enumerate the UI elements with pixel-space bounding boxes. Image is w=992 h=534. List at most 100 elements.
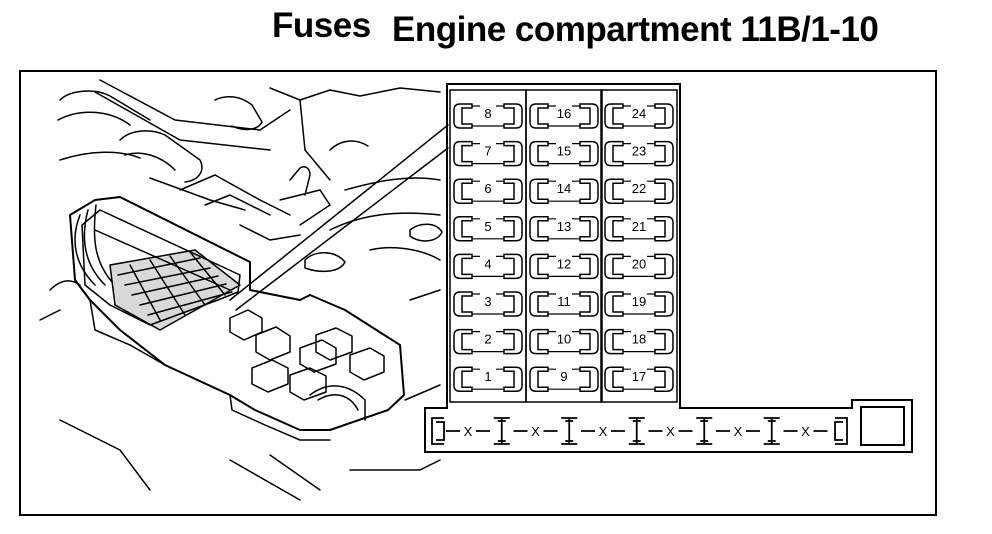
fuse-contact <box>472 105 504 127</box>
fuse-slot: 21 <box>604 216 674 242</box>
fuse-shape <box>529 366 599 392</box>
fuse-contact <box>623 218 655 240</box>
fuse-slot: 15 <box>529 140 599 167</box>
fuse-number: 9 <box>560 369 567 384</box>
fuse-shape <box>604 366 674 392</box>
fuse-column <box>600 89 678 403</box>
spare-marker: X <box>599 424 608 439</box>
fuse-slot: 8 <box>453 103 523 129</box>
diagram-title: Fuses Engine compartment 11B/1-10 <box>0 2 992 58</box>
fuse-number: 1 <box>484 369 491 384</box>
spare-fuse-holder <box>696 417 713 445</box>
spare-fuse-holder <box>628 417 645 445</box>
fuse-slot: 13 <box>529 216 599 242</box>
engine-compartment-illustration <box>39 79 449 501</box>
fuse-number: 5 <box>484 219 491 234</box>
fuse-contact <box>623 368 655 390</box>
fuse-number: 17 <box>632 369 646 384</box>
fuse-column <box>525 89 603 403</box>
fuse-slot: 3 <box>453 291 523 317</box>
spare-marker: X <box>531 424 540 439</box>
fuse-slot: 18 <box>604 328 674 355</box>
diagram-frame <box>19 70 937 516</box>
spare-fuse-holder <box>493 417 510 445</box>
fuse-slot: 2 <box>453 328 523 355</box>
spare-marker: X <box>801 424 810 439</box>
fuse-contact <box>623 180 655 202</box>
relay-slot <box>860 406 905 446</box>
fuse-shape <box>529 103 599 129</box>
fuse-contact <box>472 331 504 353</box>
title-main: Engine compartment 11B/1-10 <box>392 10 879 49</box>
fuse-number: 7 <box>484 144 491 159</box>
fuse-shape <box>453 103 523 129</box>
fuse-number: 14 <box>557 181 571 196</box>
fuse-column <box>449 89 527 403</box>
fuse-contact <box>472 180 504 202</box>
fuse-contact <box>623 255 655 277</box>
spare-fuse-holder <box>763 417 780 445</box>
fuse-contact <box>472 368 504 390</box>
fuse-slot: 23 <box>604 140 674 167</box>
fuse-slot: 9 <box>529 366 599 392</box>
fuse-number: 21 <box>632 219 646 234</box>
fuse-contact <box>548 218 580 240</box>
fuse-number: 16 <box>557 106 571 121</box>
fuse-shape <box>453 253 523 280</box>
fuse-contact <box>472 293 504 315</box>
fuse-shape <box>529 216 599 242</box>
fuse-shape <box>453 140 523 167</box>
fuse-shape <box>529 178 599 204</box>
fuse-shape <box>529 291 599 317</box>
fuse-slot: 1 <box>453 366 523 392</box>
fuse-shape <box>604 140 674 167</box>
fuse-slot: 5 <box>453 216 523 242</box>
title-prefix: Fuses <box>272 6 371 45</box>
fuse-number: 24 <box>632 106 646 121</box>
fuse-contact <box>548 293 580 315</box>
fuse-number: 3 <box>484 294 491 309</box>
fuse-slot: 11 <box>529 291 599 317</box>
fuse-slot: 19 <box>604 291 674 317</box>
fuse-shape <box>453 216 523 242</box>
fuse-number: 6 <box>484 181 491 196</box>
fuse-contact <box>548 143 580 165</box>
fuse-contact <box>548 180 580 202</box>
fuse-shape <box>453 328 523 355</box>
fuse-contact <box>472 255 504 277</box>
fuse-shape <box>529 253 599 280</box>
fuse-shape <box>529 328 599 355</box>
fuse-contact <box>623 105 655 127</box>
fuse-number: 12 <box>557 256 571 271</box>
fuse-slot: 12 <box>529 253 599 280</box>
fuse-shape <box>453 178 523 204</box>
fuse-contact <box>548 255 580 277</box>
fuse-shape <box>604 178 674 204</box>
fuse-contact <box>548 105 580 127</box>
fuse-number: 20 <box>632 256 646 271</box>
fuse-number: 11 <box>557 294 571 309</box>
spare-marker: X <box>464 424 473 439</box>
fuse-shape <box>529 140 599 167</box>
fuse-slot: 17 <box>604 366 674 392</box>
spare-marker: X <box>666 424 675 439</box>
fuse-number: 8 <box>484 106 491 121</box>
fuse-number: 18 <box>632 332 646 347</box>
fuse-number: 4 <box>484 256 491 271</box>
fuse-contact <box>548 331 580 353</box>
fuse-shape <box>453 291 523 317</box>
fuse-contact <box>623 143 655 165</box>
fuse-slot: 7 <box>453 140 523 167</box>
fuse-slot: 22 <box>604 178 674 204</box>
fuse-number: 13 <box>557 219 571 234</box>
fuse-shape <box>604 253 674 280</box>
fuse-shape <box>604 291 674 317</box>
fuse-contact <box>548 368 580 390</box>
fuse-contact <box>472 218 504 240</box>
fuse-slot: 6 <box>453 178 523 204</box>
fuse-contact <box>623 331 655 353</box>
fuse-number: 22 <box>632 181 646 196</box>
